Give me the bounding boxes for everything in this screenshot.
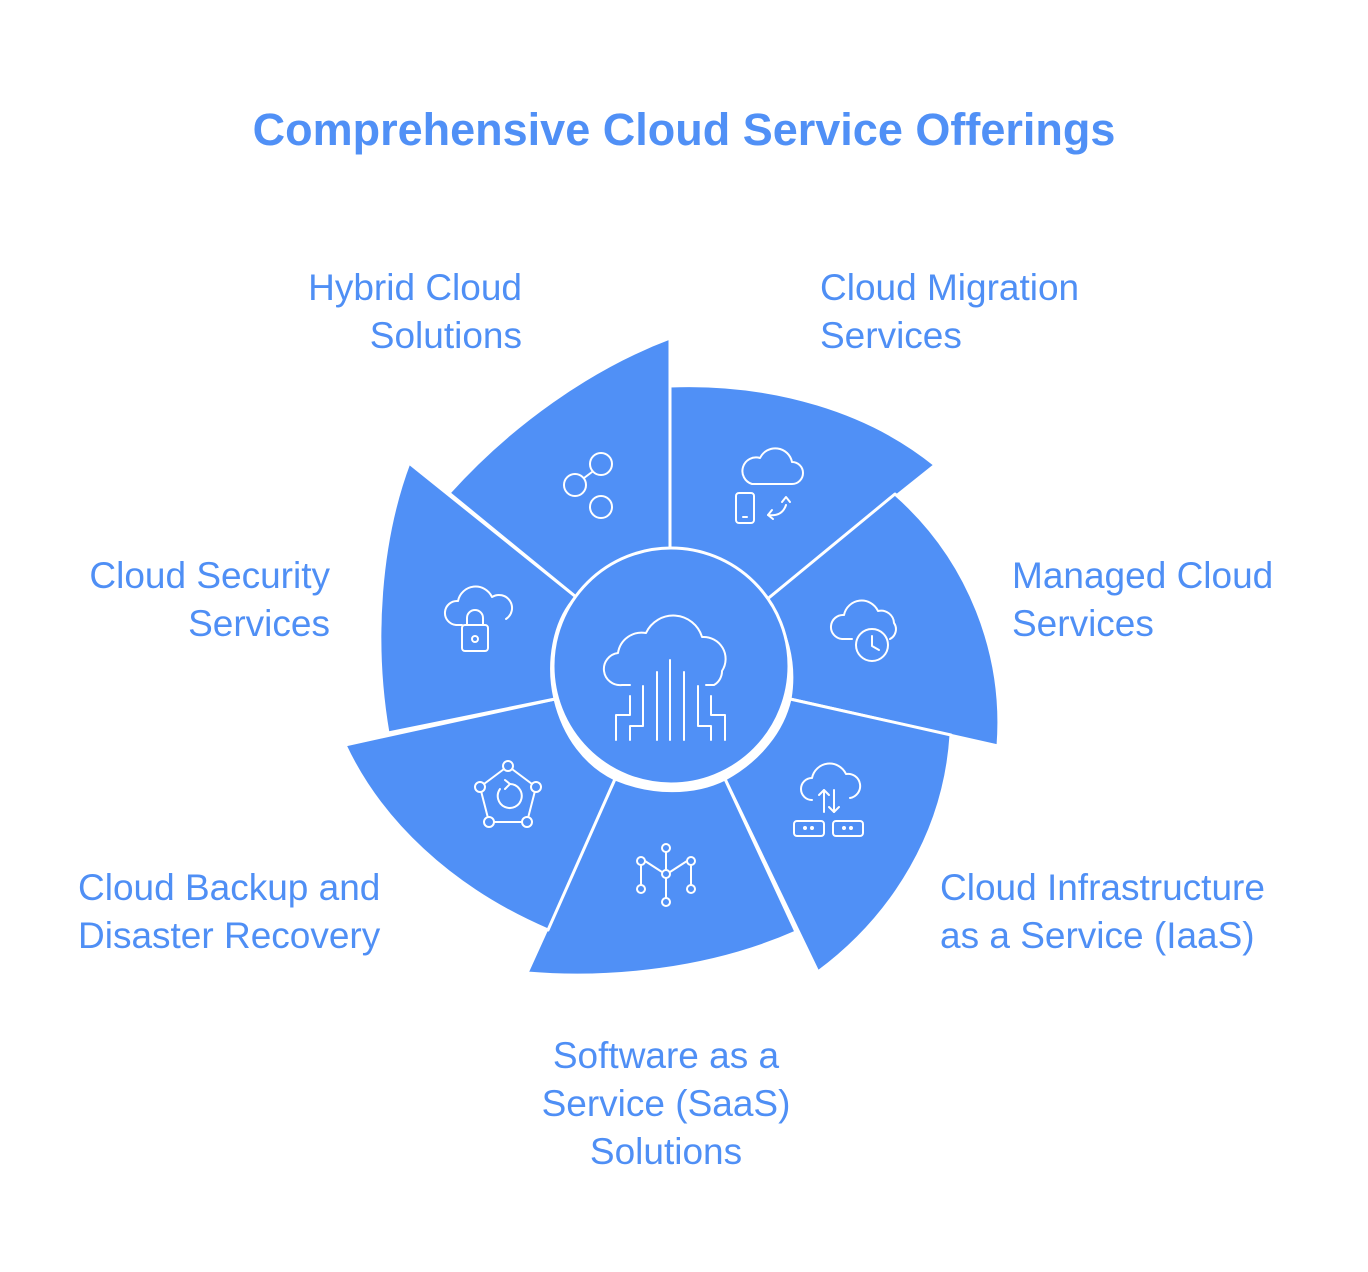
cloud-circuit-icon: [602, 614, 727, 741]
label-cloud-migration: Cloud Migration Services: [820, 267, 1080, 356]
label-saas: Software as a Service (SaaS) Solutions: [541, 1035, 791, 1172]
cloud-servers-icon: [793, 762, 864, 837]
cloud-lock-icon: [444, 585, 513, 652]
backup-cycle-icon: [474, 760, 542, 828]
label-backup-recovery: Cloud Backup and Disaster Recovery: [78, 867, 381, 956]
cloud-clock-icon: [830, 599, 897, 662]
label-managed-cloud: Managed Cloud Services: [1012, 555, 1274, 644]
diagram-title: Comprehensive Cloud Service Offerings: [252, 104, 1116, 155]
linked-nodes-icon: [563, 452, 613, 519]
segment-backup-recovery: [343, 697, 617, 932]
network-nodes-icon: [636, 843, 696, 907]
label-hybrid-cloud: Hybrid Cloud Solutions: [308, 267, 522, 356]
cloud-device-sync-icon: [735, 447, 804, 524]
label-cloud-security: Cloud Security Services: [89, 555, 330, 644]
label-cloud-iaas: Cloud Infrastructure as a Service (IaaS): [940, 867, 1265, 956]
